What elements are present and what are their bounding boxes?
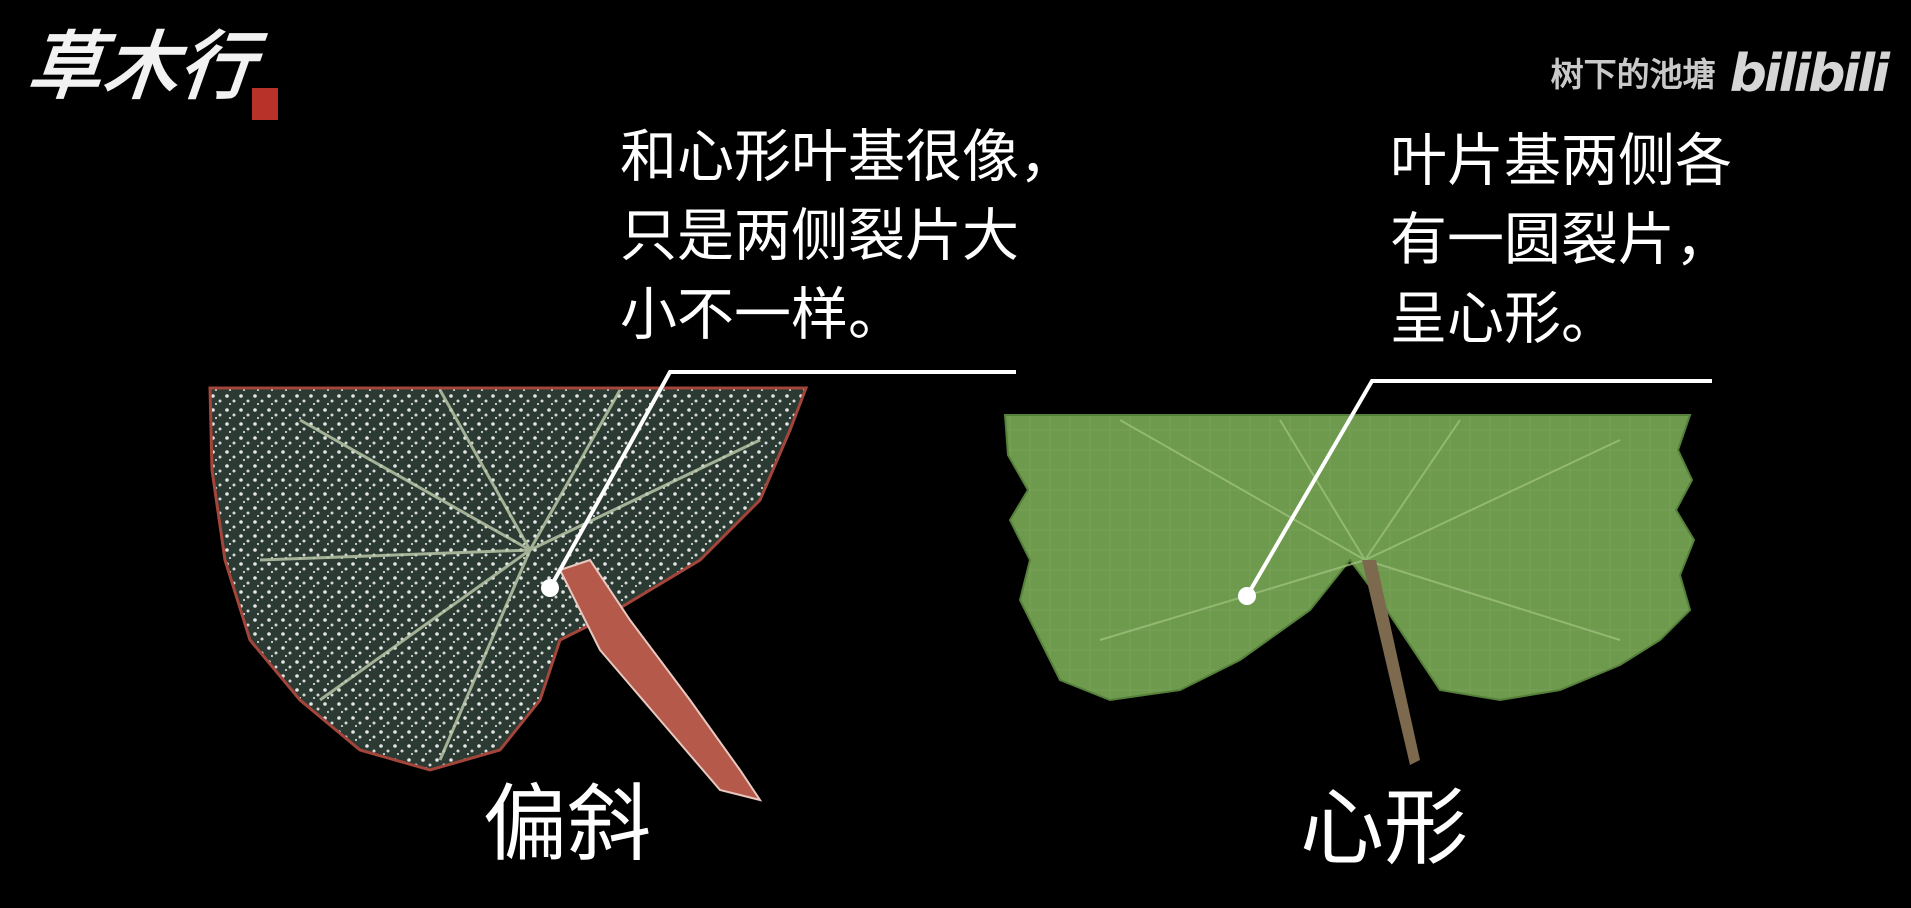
oblique-leaf-image — [208, 386, 809, 802]
channel-logo: 草木行 — [23, 24, 278, 140]
bilibili-logo: bilibili — [1729, 44, 1890, 104]
cordate-leaf-image — [1003, 414, 1696, 765]
oblique-label: 偏斜 — [483, 775, 652, 873]
cordate-label: 心形 — [1300, 779, 1469, 877]
left-callout-line — [548, 370, 1016, 589]
left-caption: 和心形叶基很像， 只是两侧裂片大 小不一样。 — [620, 118, 1076, 355]
right-caption-line: 呈心形。 — [1390, 286, 1618, 352]
right-callout-dot — [1238, 587, 1256, 605]
watermark: 树下的池塘 bilibili — [1550, 44, 1890, 104]
right-caption-line: 有一圆裂片， — [1390, 207, 1732, 273]
channel-name: 树下的池塘 — [1550, 54, 1716, 94]
right-caption-line: 叶片基两侧各 — [1390, 128, 1732, 194]
seal-stamp — [252, 88, 278, 120]
left-caption-line: 小不一样。 — [620, 282, 905, 348]
left-caption-line: 只是两侧裂片大 — [620, 203, 1019, 269]
right-caption: 叶片基两侧各 有一圆裂片， 呈心形。 — [1390, 122, 1732, 359]
left-callout-dot — [541, 579, 559, 597]
right-callout-line — [1245, 379, 1712, 598]
left-caption-line: 和心形叶基很像， — [620, 124, 1076, 190]
